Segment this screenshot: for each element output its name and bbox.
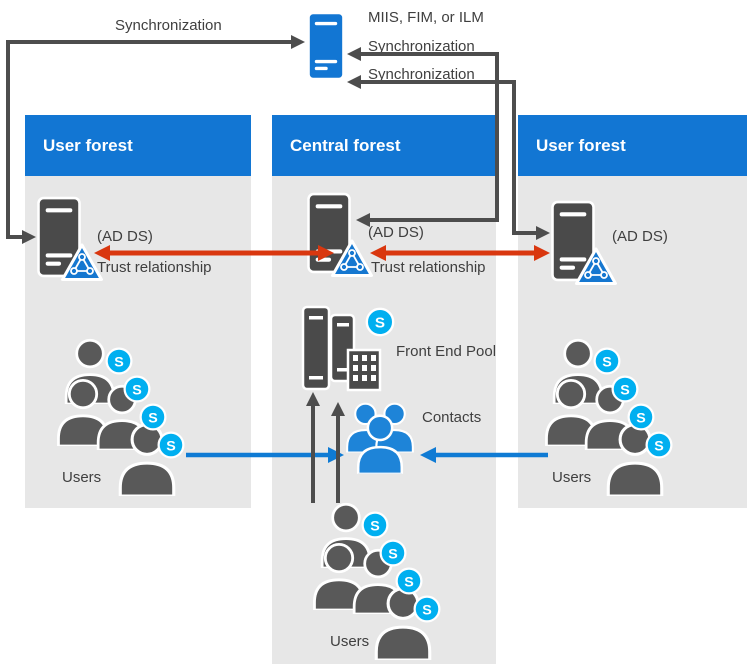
- ad-ds-server-icon-right: [551, 200, 617, 285]
- users-label-left: Users: [62, 469, 102, 486]
- skype-icon: [365, 307, 395, 337]
- sync-label-left: Synchronization: [115, 17, 222, 34]
- user-forest-right-title: User forest: [536, 135, 626, 155]
- sync-label-central: Synchronization: [368, 38, 475, 55]
- users-label-right: Users: [552, 469, 592, 486]
- contacts-icon: [344, 396, 416, 474]
- trust-relationship-label-central: Trust relationship: [371, 259, 486, 276]
- directory-sync-server-icon: [307, 8, 345, 84]
- central-forest-header: Central forest: [272, 115, 496, 176]
- ad-ds-label-central: (AD DS): [368, 224, 424, 241]
- central-forest-title: Central forest: [290, 135, 401, 155]
- ad-ds-label-right: (AD DS): [612, 228, 668, 245]
- sync-label-right: Synchronization: [368, 66, 475, 83]
- ad-ds-label-left: (AD DS): [97, 228, 153, 245]
- user-forest-left-header: User forest: [25, 115, 251, 176]
- contacts-label: Contacts: [422, 409, 482, 426]
- users-label-central: Users: [330, 633, 370, 650]
- trust-relationship-label-left: Trust relationship: [97, 259, 212, 276]
- miis-fim-ilm-label: MIIS, FIM, or ILM: [368, 9, 484, 26]
- front-end-pool-label: Front End Pool: [396, 343, 497, 360]
- front-end-pool-icon: [301, 305, 395, 392]
- users-group-icon-central: [308, 502, 448, 660]
- user-forest-left-title: User forest: [43, 135, 133, 155]
- user-forest-right-header: User forest: [518, 115, 747, 176]
